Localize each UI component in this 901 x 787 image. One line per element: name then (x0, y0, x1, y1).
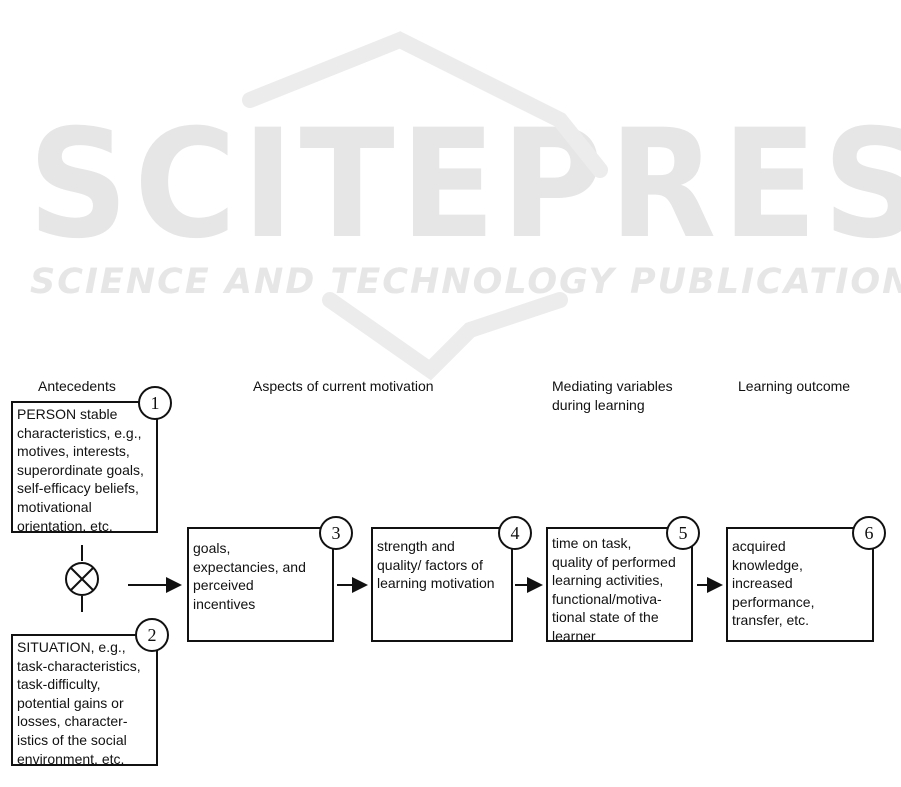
box-text: acquired knowledge, increased performanc… (732, 538, 815, 629)
box-mediating: time on task, quality of performed learn… (546, 527, 693, 644)
header-outcome: Learning outcome (738, 378, 851, 394)
number-badge-5: 5 (666, 516, 700, 550)
box-outcome: acquired knowledge, increased performanc… (726, 527, 874, 642)
box-text: strength and quality/ factors of learnin… (377, 538, 495, 592)
number-badge-3: 3 (319, 516, 353, 550)
box-person: PERSON stable characteristics, e.g., mot… (11, 401, 158, 534)
watermark-tagline: SCIENCE AND TECHNOLOGY PUBLICATIONS (30, 262, 901, 302)
box-text: time on task, quality of performed learn… (552, 535, 676, 644)
number-badge-6: 6 (852, 516, 886, 550)
box-situation: SITUATION, e.g., task-characteristics, t… (11, 634, 158, 767)
watermark-logo: SCITEPRESS (28, 98, 901, 272)
box-goals: goals, expectancies, and perceived incen… (187, 527, 334, 642)
box-strength: strength and quality/ factors of learnin… (371, 527, 513, 642)
interaction-multiply-icon (65, 562, 99, 596)
box-text: SITUATION, e.g., task-characteristics, t… (17, 639, 141, 767)
header-aspects: Aspects of current motivation (253, 378, 434, 394)
box-text: PERSON stable characteristics, e.g., mot… (17, 406, 144, 534)
box-text: goals, expectancies, and perceived incen… (193, 540, 306, 612)
header-mediating: Mediating variables during learning (552, 378, 673, 413)
header-antecedents: Antecedents (38, 378, 116, 394)
number-badge-1: 1 (138, 386, 172, 420)
number-badge-2: 2 (135, 618, 169, 652)
number-badge-4: 4 (498, 516, 532, 550)
